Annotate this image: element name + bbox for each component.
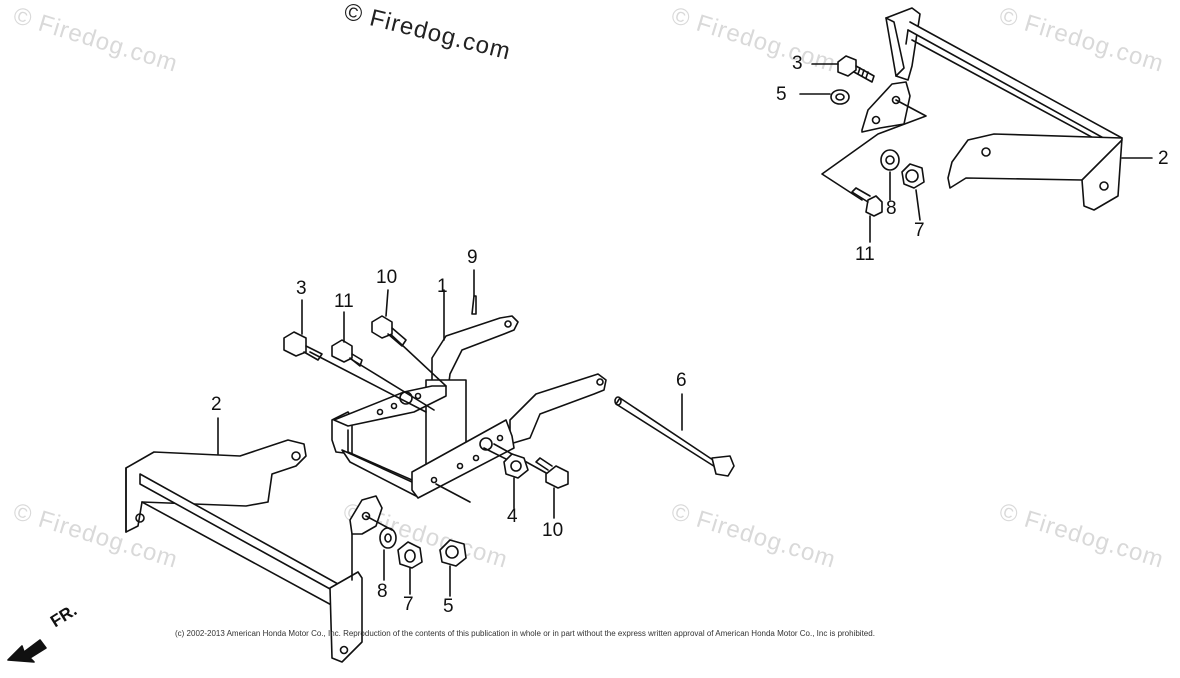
shaft [614,393,735,477]
callout-top-right-8: 8 [886,198,897,219]
callout-bottom-8: 8 [377,581,388,602]
callout-mid-1: 1 [437,276,448,297]
callout-mid-4: 4 [507,506,518,527]
callout-mid-3: 3 [296,278,307,299]
callout-bottom-7: 7 [403,594,414,615]
callout-top-right-2: 2 [1158,148,1169,169]
copyright-notice: (c) 2002-2013 American Honda Motor Co., … [175,629,875,638]
callout-top-right-7: 7 [914,220,925,241]
hardware-bottom [365,515,467,597]
callout-top-right-3: 3 [792,53,803,74]
callout-mid-6: 6 [676,370,687,391]
bracket-lower-left [125,417,383,663]
callout-bottom-5: 5 [443,596,454,617]
callout-left-2: 2 [211,394,222,415]
callout-top-right-11: 11 [855,244,875,265]
front-arrow-icon [7,639,47,663]
hardware-top-right [799,55,927,243]
callout-mid-9: 9 [467,247,478,268]
hardware-mid [283,269,569,519]
callout-mid-11: 11 [334,291,354,312]
callout-mid-10-bottom: 10 [542,520,564,541]
callout-mid-10-top: 10 [376,267,398,288]
bracket-top-right [861,7,1153,211]
callout-top-right-5: 5 [776,84,787,105]
